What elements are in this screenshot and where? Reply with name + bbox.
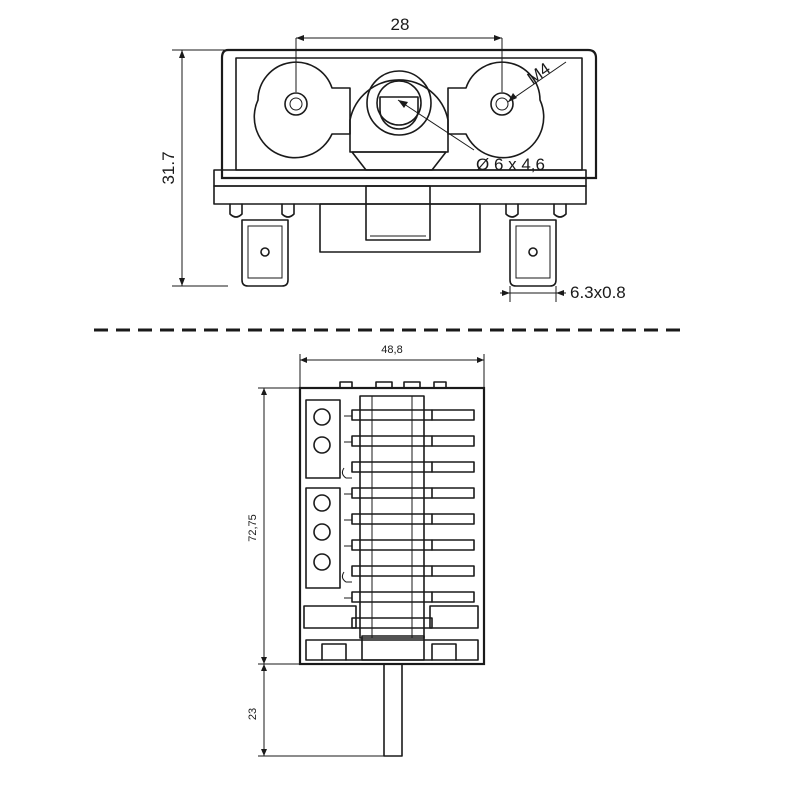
right-clip-b (553, 203, 567, 218)
right-terminal-hole (528, 247, 538, 257)
dim-317-arrow-top (179, 50, 185, 58)
shaft-base (351, 151, 447, 171)
wafer-stack (351, 395, 433, 639)
side-ear-2 (375, 381, 393, 389)
wafer-3 (351, 461, 433, 473)
left-mount-hole-inner (289, 97, 303, 111)
shaft-flat (379, 96, 419, 130)
left-contacts (341, 415, 352, 599)
side-base-foot-left (321, 643, 347, 661)
side-shaft (383, 663, 403, 757)
wafer-1 (351, 409, 433, 421)
dim-terminal: 6.3x0.8 (570, 283, 626, 302)
left-terminal-hole (260, 247, 270, 257)
contact-tab-2 (431, 435, 475, 447)
dim-body-height: 72,75 (247, 514, 259, 542)
left-terminal-inner (247, 225, 283, 279)
terminal-screw-4 (313, 523, 331, 541)
dim-width: 48,8 (381, 344, 402, 356)
side-panel-top (305, 399, 341, 479)
wafer-6 (351, 539, 433, 551)
left-clip-b (281, 203, 295, 218)
contact-tab-5 (431, 513, 475, 525)
side-panel-mid (305, 487, 341, 589)
right-terminal (509, 219, 557, 287)
top-flange-lower (213, 185, 587, 205)
dim-488-arrow-left (300, 357, 307, 363)
side-base (305, 639, 479, 661)
terminal-screw-2 (313, 436, 331, 454)
shaft-outer (376, 80, 422, 126)
contact-tab-8 (431, 591, 475, 603)
contact-tab-7 (431, 565, 475, 577)
wafer-8 (351, 591, 433, 603)
leader-m4-arrow (508, 93, 517, 102)
shaft-collar (366, 70, 432, 136)
left-mount-boss (253, 61, 351, 159)
terminal-screw-5 (313, 553, 331, 571)
left-mount-hole (284, 92, 308, 116)
dim-7275-arrow-top (261, 388, 267, 395)
dim-hole-spacing: 28 (391, 15, 410, 34)
contact-tab-1 (431, 409, 475, 421)
wafer-7 (351, 565, 433, 577)
wafer-5 (351, 513, 433, 525)
dim-term-arrow-right (556, 290, 564, 296)
dim-488-arrow-right (477, 357, 484, 363)
side-lower-block-left (303, 605, 357, 629)
dim-28-arrow-right (494, 35, 502, 41)
left-clip-a (229, 203, 243, 218)
shaft-boss (349, 79, 449, 153)
side-base-foot-right (431, 643, 457, 661)
dim-7275-arrow-bottom (261, 657, 267, 664)
side-view: 48,8 72,75 23 (247, 344, 486, 757)
dim-shaft-length: 23 (247, 708, 259, 720)
wafer-2 (351, 435, 433, 447)
right-mount-boss (447, 61, 545, 159)
right-mount-hole-inner (495, 97, 509, 111)
leader-shaft-arrow (398, 100, 408, 108)
terminal-screw-1 (313, 408, 331, 426)
wafer-stack-frame (359, 395, 425, 639)
side-shaft-collar (361, 635, 425, 661)
contact-tab-4 (431, 487, 475, 499)
dim-23-arrow-bottom (261, 749, 267, 756)
terminal-screw-3 (313, 494, 331, 512)
dim-height: 31.7 (159, 151, 178, 184)
right-mount-hole (490, 92, 514, 116)
side-ear-4 (433, 381, 447, 389)
contact-tab-6 (431, 539, 475, 551)
dim-317-arrow-bottom (179, 278, 185, 286)
side-lower-block-right (429, 605, 479, 629)
left-contact-7 (341, 571, 352, 583)
right-terminal-inner (515, 225, 551, 279)
contact-tabs (431, 409, 475, 603)
side-ear-3 (403, 381, 421, 389)
top-center-body (319, 203, 481, 253)
left-terminal (241, 219, 289, 287)
dim-term-arrow-left (502, 290, 510, 296)
wafer-9 (351, 617, 433, 629)
leader-shaft (397, 99, 475, 151)
leader-m4 (507, 61, 567, 103)
side-ear-1 (339, 381, 353, 389)
contact-tab-3 (431, 461, 475, 473)
dim-23-arrow-top (261, 664, 267, 671)
dim-28-arrow-left (296, 35, 304, 41)
wafer-4 (351, 487, 433, 499)
right-clip-a (505, 203, 519, 218)
dim-thread: M4 (524, 59, 554, 88)
top-view: 28 31.7 M4 Ø 6 x 4,6 6.3x0.8 (159, 15, 626, 302)
top-housing (220, 48, 598, 180)
left-contact-3 (341, 467, 352, 479)
top-center-block (365, 185, 431, 241)
dim-shaft: Ø 6 x 4,6 (476, 155, 545, 174)
